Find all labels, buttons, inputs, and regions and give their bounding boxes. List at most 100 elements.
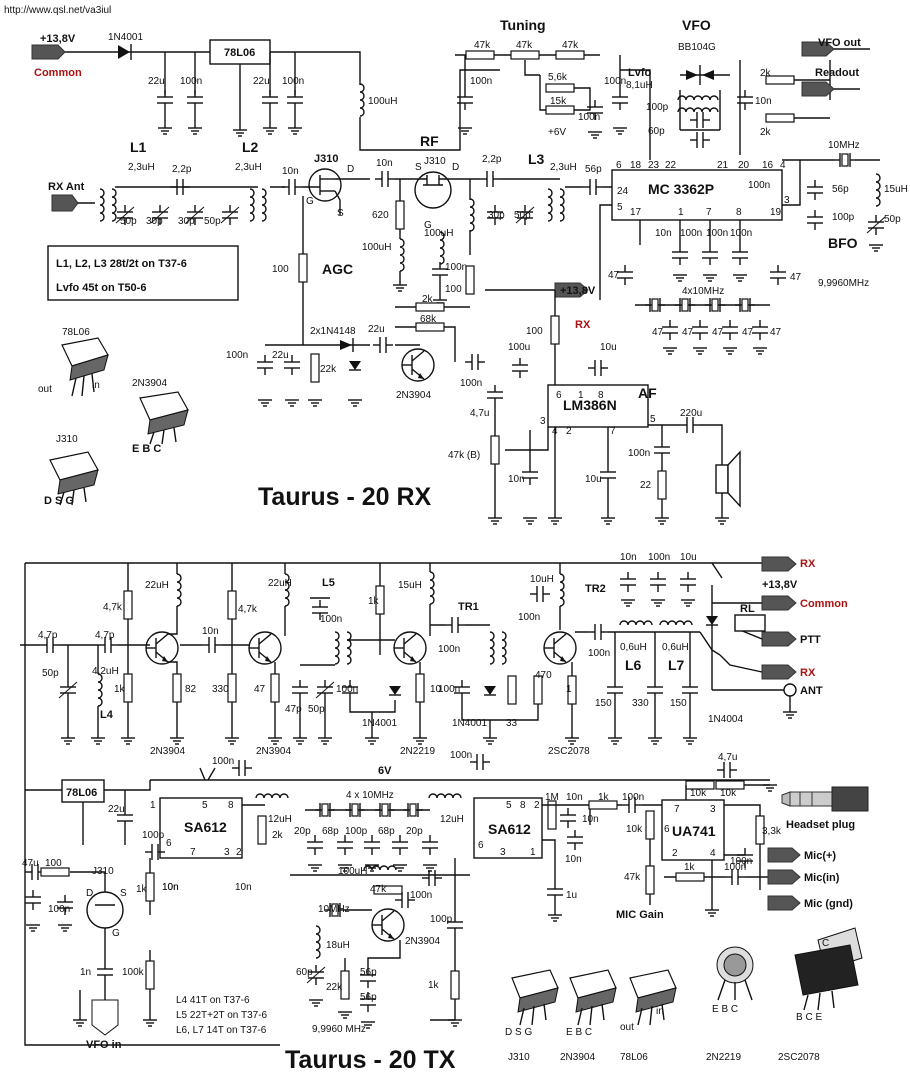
svg-text:5: 5 (506, 800, 512, 811)
tx-mixer2-label: SA612 (488, 821, 531, 837)
svg-text:21: 21 (717, 160, 729, 171)
rx-antenna-connector[interactable] (51, 194, 79, 212)
svg-text:47: 47 (790, 272, 802, 283)
tx-rx2-connector[interactable] (761, 664, 797, 680)
svg-text:2k: 2k (760, 127, 772, 138)
svg-text:4x10MHz: 4x10MHz (682, 286, 724, 297)
svg-text:50p: 50p (42, 668, 59, 679)
svg-text:TR2: TR2 (585, 583, 606, 595)
mic-in-connector[interactable] (767, 869, 801, 885)
svg-text:7: 7 (706, 207, 712, 218)
svg-text:10uH: 10uH (530, 574, 554, 585)
tx-2n2219-pinout-icon (716, 946, 754, 1001)
svg-text:10n: 10n (566, 792, 583, 803)
mic-gnd-connector[interactable] (767, 895, 801, 911)
svg-text:6: 6 (166, 838, 172, 849)
svg-text:BFO: BFO (828, 235, 858, 251)
svg-text:10n: 10n (162, 882, 179, 893)
svg-text:47k: 47k (516, 40, 533, 51)
svg-text:47: 47 (770, 327, 782, 338)
svg-text:10n: 10n (376, 158, 393, 169)
svg-text:220u: 220u (680, 408, 702, 419)
svg-text:22u: 22u (108, 804, 125, 815)
tx-mixer1-sa612 (159, 797, 243, 859)
ptt-connector[interactable] (761, 631, 797, 647)
svg-text:2k: 2k (422, 294, 434, 305)
svg-text:VFO in: VFO in (86, 1039, 122, 1051)
svg-text:+13,8V: +13,8V (40, 33, 76, 45)
labels: http://www.qsl.net/va3iul +13,8V Common … (4, 5, 908, 1073)
svg-text:22: 22 (665, 160, 677, 171)
rx-supply-connector[interactable] (31, 44, 66, 60)
svg-text:100n: 100n (648, 552, 670, 563)
svg-text:L6, L7 14T on T37-6: L6, L7 14T on T37-6 (176, 1025, 267, 1036)
svg-text:VFO out: VFO out (818, 37, 861, 49)
svg-text:100n: 100n (226, 350, 248, 361)
svg-text:6: 6 (616, 160, 622, 171)
svg-text:47: 47 (608, 270, 620, 281)
svg-text:3: 3 (224, 847, 230, 858)
rx-j310-pinout-icon (49, 451, 99, 506)
svg-text:RX: RX (800, 667, 816, 679)
svg-text:1N4001: 1N4001 (362, 718, 397, 729)
svg-text:Readout: Readout (815, 67, 859, 79)
svg-text:PTT: PTT (800, 634, 821, 646)
svg-text:100: 100 (45, 858, 62, 869)
svg-text:100n: 100n (410, 890, 432, 901)
svg-text:D S G: D S G (44, 495, 74, 507)
svg-text:22uH: 22uH (268, 578, 292, 589)
svg-text:2N3904: 2N3904 (396, 390, 431, 401)
svg-text:+13,8V: +13,8V (762, 579, 798, 591)
svg-text:2N3904: 2N3904 (150, 746, 185, 757)
rx-2n3904-pinout-icon (139, 391, 189, 445)
source-url[interactable]: http://www.qsl.net/va3iul (4, 5, 111, 16)
svg-text:in: in (656, 1006, 664, 1017)
svg-text:3: 3 (500, 847, 506, 858)
svg-text:22u: 22u (253, 76, 270, 87)
ant-connector[interactable] (783, 683, 797, 697)
tx-rx-connector[interactable] (761, 556, 797, 572)
svg-text:15uH: 15uH (398, 580, 422, 591)
svg-text:47k: 47k (370, 884, 387, 895)
svg-text:8: 8 (598, 390, 604, 401)
svg-text:2,3uH: 2,3uH (128, 162, 155, 173)
vfo-out-connector[interactable] (801, 41, 835, 57)
svg-text:3: 3 (540, 416, 546, 427)
svg-text:330: 330 (632, 698, 649, 709)
svg-text:100n: 100n (450, 750, 472, 761)
svg-text:100n: 100n (282, 76, 304, 87)
svg-text:L1, L2, L3 28t/2t on T37-6: L1, L2, L3 28t/2t on T37-6 (56, 258, 187, 270)
svg-text:2N3904: 2N3904 (560, 1052, 595, 1063)
svg-text:10u: 10u (600, 342, 617, 353)
svg-text:16: 16 (762, 160, 774, 171)
svg-text:+6V: +6V (548, 127, 566, 138)
svg-text:5,6k: 5,6k (548, 72, 568, 83)
svg-text:3: 3 (710, 804, 716, 815)
svg-text:100n: 100n (470, 76, 492, 87)
svg-text:100: 100 (526, 326, 543, 337)
vfo-in-connector[interactable] (91, 999, 119, 1036)
svg-text:47: 47 (712, 327, 724, 338)
headset-plug[interactable] (781, 786, 869, 812)
svg-text:2N3904: 2N3904 (256, 746, 291, 757)
svg-text:5: 5 (617, 202, 623, 213)
readout-connector[interactable] (801, 81, 835, 97)
svg-text:2k: 2k (272, 830, 284, 841)
svg-text:10n: 10n (755, 96, 772, 107)
svg-text:C: C (822, 938, 829, 949)
svg-text:out: out (38, 384, 52, 395)
svg-text:4: 4 (552, 426, 558, 437)
mic-plus-connector[interactable] (767, 847, 801, 863)
svg-text:8: 8 (736, 207, 742, 218)
svg-text:D: D (452, 162, 459, 173)
svg-text:15uH: 15uH (884, 184, 908, 195)
svg-text:15k: 15k (550, 96, 567, 107)
tx-common-connector[interactable] (761, 595, 797, 611)
svg-text:1k: 1k (598, 792, 610, 803)
svg-text:100p: 100p (430, 914, 453, 925)
svg-text:4,7p: 4,7p (38, 630, 58, 641)
svg-text:150: 150 (670, 698, 687, 709)
svg-text:1N4001: 1N4001 (108, 32, 143, 43)
svg-text:2x1N4148: 2x1N4148 (310, 326, 356, 337)
svg-text:68k: 68k (420, 314, 437, 325)
